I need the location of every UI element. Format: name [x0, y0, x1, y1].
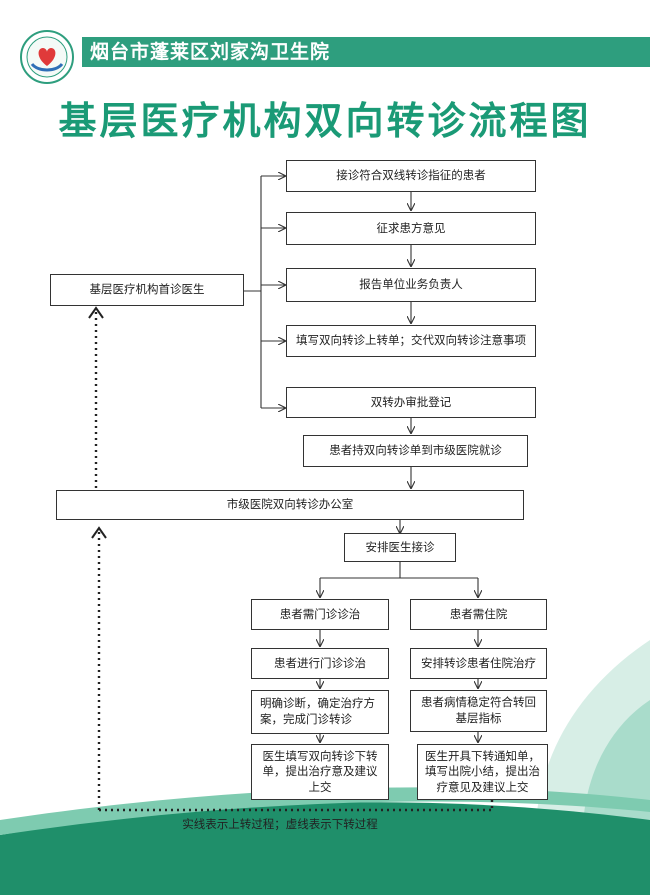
outpatient-need-box: 患者需门诊诊治: [251, 599, 389, 630]
city-referral-office-box: 市级医院双向转诊办公室: [56, 490, 524, 520]
hospital-logo: [20, 30, 74, 84]
fill-referral-form-box: 填写双向转诊上转单；交代双向转诊注意事项: [286, 325, 536, 357]
inpatient-stable-box: 患者病情稳定符合转回基层指标: [410, 690, 547, 732]
first-doctor-box: 基层医疗机构首诊医生: [50, 274, 244, 306]
receive-patient-box: 接诊符合双线转诊指征的患者: [286, 160, 536, 192]
page-title: 基层医疗机构双向转诊流程图: [58, 99, 592, 143]
outpatient-diagnose-box: 明确诊断，确定治疗方案，完成门诊转诊: [251, 690, 389, 734]
hospital-name: 烟台市蓬莱区刘家沟卫生院: [90, 41, 331, 63]
report-supervisor-box: 报告单位业务负责人: [286, 268, 536, 302]
outpatient-downward-form-box: 医生填写双向转诊下转单，提出治疗意及建议上交: [251, 744, 389, 800]
inpatient-discharge-box: 医生开具下转通知单，填写出院小结，提出治疗意见及建议上交: [417, 744, 548, 800]
arrange-doctor-box: 安排医生接诊: [344, 533, 456, 562]
approval-register-box: 双转办审批登记: [286, 387, 536, 418]
inpatient-arrange-box: 安排转诊患者住院治疗: [410, 648, 547, 679]
inpatient-need-box: 患者需住院: [410, 599, 547, 630]
header-bar: [82, 37, 650, 67]
seek-consent-box: 征求患方意见: [286, 212, 536, 245]
patient-visit-box: 患者持双向转诊单到市级医院就诊: [303, 435, 528, 467]
outpatient-treatment-box: 患者进行门诊诊治: [251, 648, 389, 679]
legend-note: 实线表示上转过程；虚线表示下转过程: [182, 817, 378, 831]
